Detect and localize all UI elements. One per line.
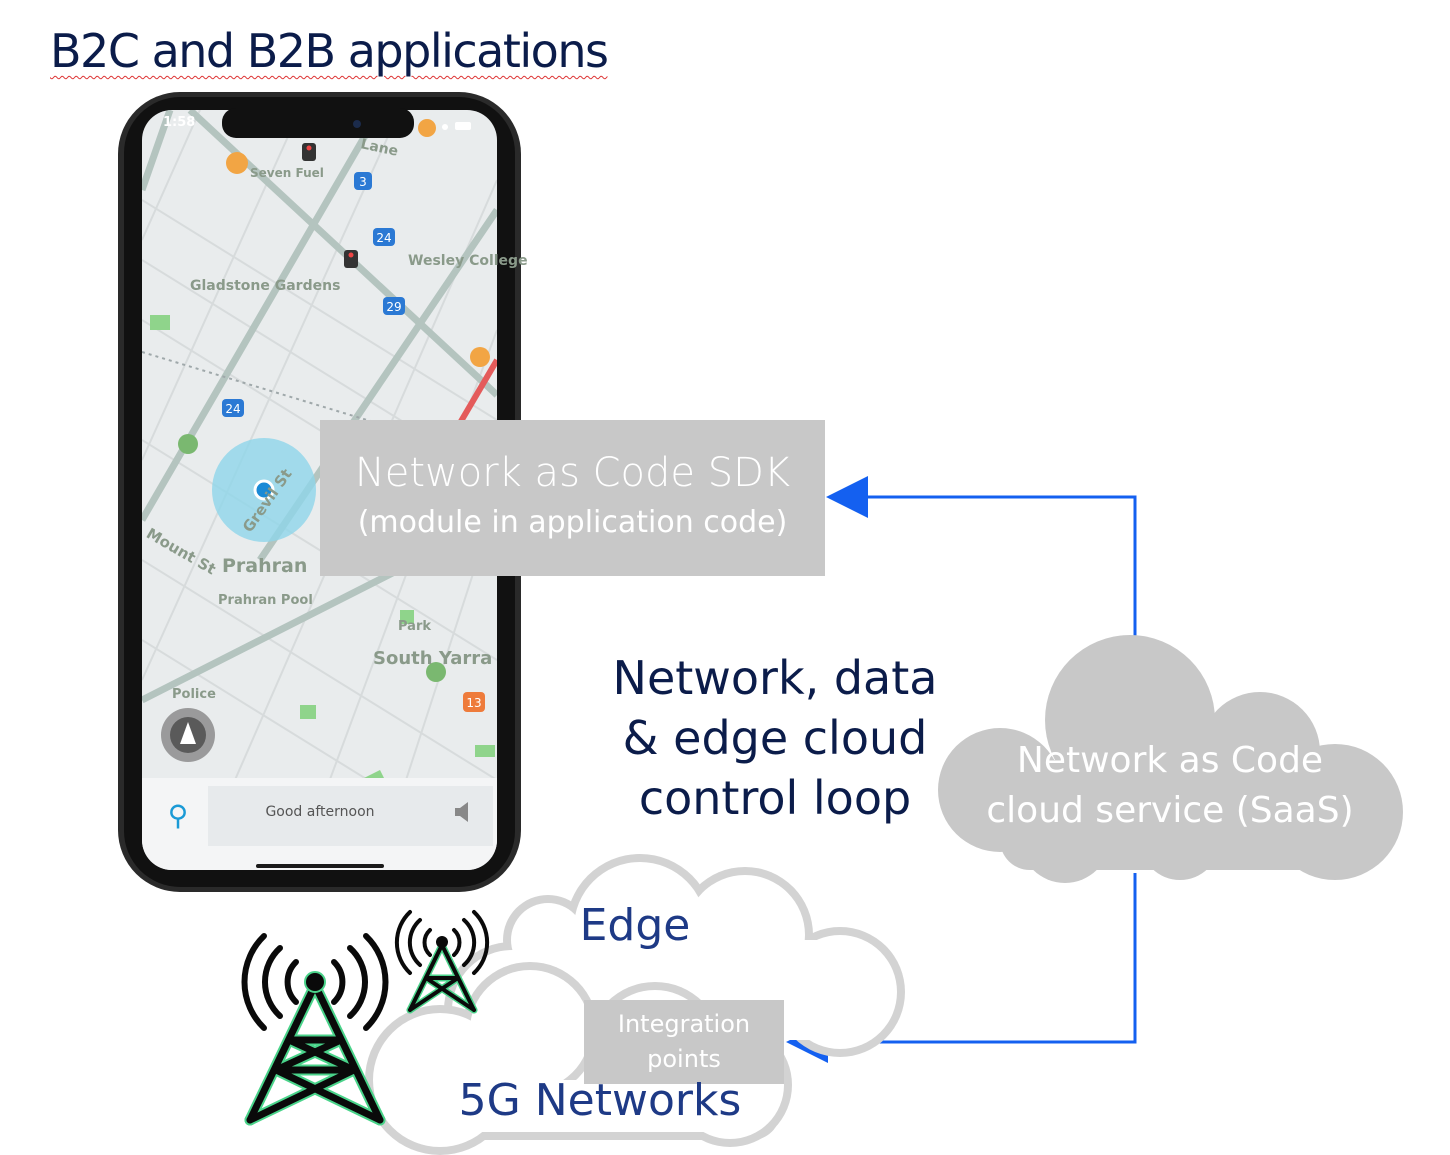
integration-points-box (584, 1000, 784, 1084)
page-title: B2C and B2B applications (50, 24, 609, 78)
map-label-park: Park (398, 619, 431, 634)
speaker-icon[interactable] (455, 802, 468, 822)
traffic-light-icons (302, 143, 358, 268)
sdk-title: Network as Code SDK (354, 450, 791, 496)
control-loop-line: control loop (638, 771, 912, 825)
map-label-prahran-pool: Prahran Pool (218, 593, 313, 608)
map-label-prahran: Prahran (222, 555, 307, 577)
search-icon[interactable]: ⚲ (167, 799, 189, 832)
cell-tower-large-icon (241, 933, 389, 1126)
networks-cloud-label: 5G Networks (458, 1075, 742, 1126)
map-label-lane: Lane (359, 136, 399, 160)
control-loop-line: Network, data (612, 651, 938, 705)
map-label-south-yarra: South Yarra (373, 648, 492, 669)
arrow-to-integration (822, 873, 1137, 1044)
smartphone: 3 24 29 24 13 (118, 92, 521, 892)
road-badge: 29 (383, 297, 405, 315)
svg-text:13: 13 (466, 696, 481, 710)
road-badge: 3 (354, 172, 372, 190)
current-location-dot (253, 479, 275, 501)
map-label-gladstone: Gladstone Gardens (190, 278, 340, 294)
control-loop-arrows (822, 495, 1137, 1044)
map-label-police: Police (172, 687, 216, 702)
greeting-text: Good afternoon (265, 804, 375, 820)
road-badge: 13 (463, 692, 485, 712)
saas-cloud-subtitle: cloud service (SaaS) (986, 790, 1354, 831)
road-badges: 3 24 29 24 13 (222, 172, 485, 712)
map-parks (150, 315, 495, 780)
road-badge: 24 (373, 228, 395, 246)
svg-text:24: 24 (225, 402, 240, 416)
integration-points-line1: Integration (617, 1010, 751, 1038)
svg-text:24: 24 (376, 231, 391, 245)
road-badge: 24 (222, 399, 244, 417)
integration-points-line2: points (647, 1045, 721, 1073)
front-camera (353, 120, 361, 128)
phone-notch (222, 108, 414, 138)
sdk-box (320, 420, 825, 576)
greeting-field[interactable] (208, 786, 493, 846)
saas-cloud-title: Network as Code (1016, 740, 1324, 781)
map-label-wesley: Wesley College (408, 253, 528, 269)
arrow-to-sdk (862, 495, 1137, 638)
svg-text:3: 3 (359, 175, 367, 189)
home-indicator (256, 864, 384, 868)
rail-line (142, 351, 401, 431)
status-icons (442, 122, 471, 130)
recenter-button[interactable] (161, 708, 215, 762)
wazer-avatar-icons (178, 119, 490, 682)
arrowhead-sdk (826, 476, 868, 518)
svg-text:29: 29 (386, 300, 401, 314)
map-label-seven: Seven Fuel (250, 166, 324, 180)
control-loop-label: Network, data & edge cloud control loop (590, 648, 960, 828)
control-loop-line: & edge cloud (622, 711, 928, 765)
edge-cloud-label: Edge (579, 900, 691, 951)
cell-tower-small-icon (394, 910, 490, 1014)
status-clock: 1:58 (163, 115, 196, 130)
sdk-subtitle: (module in application code) (357, 505, 788, 540)
saas-cloud-shape (938, 635, 1403, 883)
